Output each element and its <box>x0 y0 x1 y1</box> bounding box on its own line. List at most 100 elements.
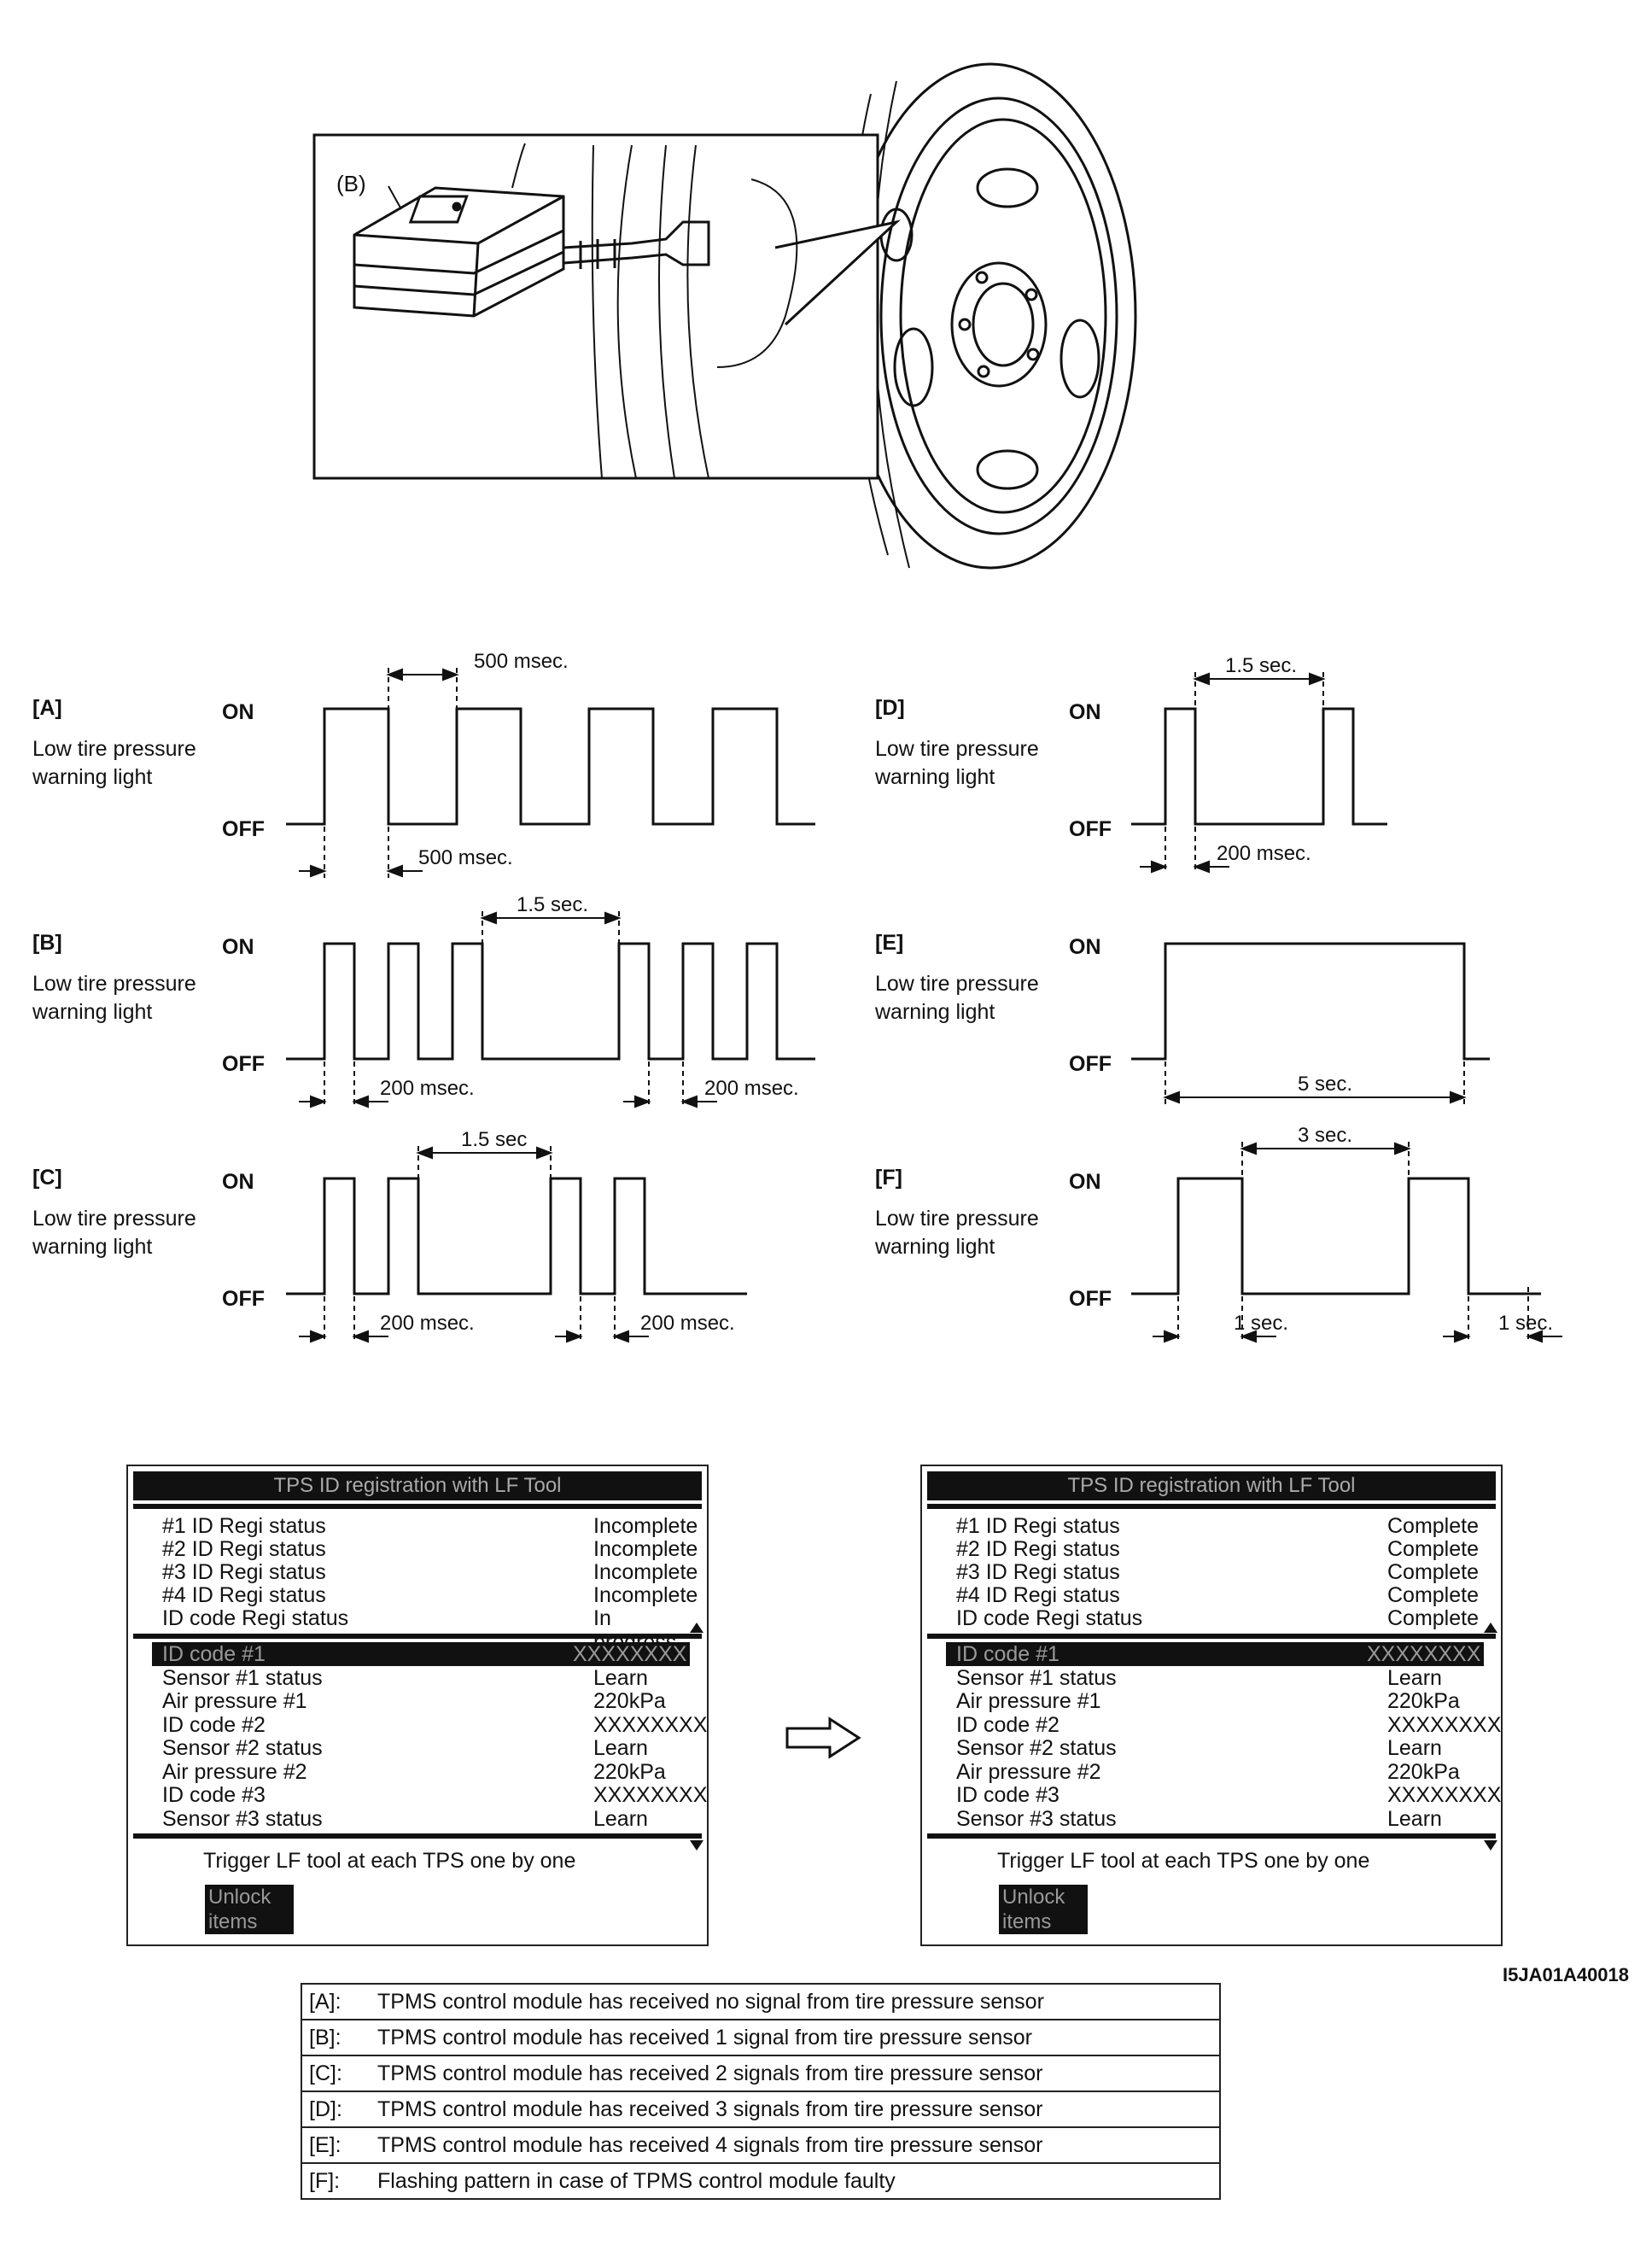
unlock-items-button[interactable]: Unlock items <box>999 1885 1088 1934</box>
status-row: #3 ID Regi status Complete <box>956 1560 1491 1584</box>
row-label: ID code #2 <box>956 1712 1059 1737</box>
row-value: Complete <box>1387 1583 1479 1607</box>
panel-desc2-D: warning light <box>875 765 995 789</box>
unlock-line2: items <box>208 1910 258 1933</box>
waveform-E: 5 sec. <box>1131 942 1490 1104</box>
screen-after: TPS ID registration with LF Tool #1 ID R… <box>920 1465 1503 1946</box>
row-value: Complete <box>1387 1514 1479 1538</box>
dimension-F-2: 1 sec. <box>1443 1287 1562 1343</box>
signal-trace <box>1131 707 1387 826</box>
dimension-label: 1 sec. <box>1498 1312 1553 1335</box>
unlock-line1: Unlock <box>1002 1886 1065 1909</box>
dimension-F-0: 3 sec. <box>1240 1124 1411 1185</box>
legend-text: TPMS control module has received 3 signa… <box>377 2097 1043 2121</box>
row-value: Learn <box>1387 1665 1442 1690</box>
row-value: XXXXXXXX <box>573 1642 687 1666</box>
row-value: Complete <box>1387 1560 1479 1584</box>
on-label-F: ON <box>1069 1170 1101 1194</box>
row-value: Learn <box>593 1736 648 1760</box>
dimension-F-1: 1 sec. <box>1153 1287 1288 1343</box>
panel-label-E: [E] <box>875 931 904 955</box>
dimension-A-1: 500 msec. <box>299 817 513 878</box>
row-value: XXXXXXXX <box>593 1783 708 1807</box>
data-row: Air pressure #1 220kPa <box>956 1689 1491 1713</box>
off-label-B: OFF <box>222 1052 265 1076</box>
data-row[interactable]: ID code #1 XXXXXXXX <box>152 1642 690 1666</box>
legend-text: TPMS control module has received no sign… <box>377 1990 1044 2014</box>
dimension-label: 200 msec. <box>380 1077 475 1100</box>
row-value: XXXXXXXX <box>1387 1783 1502 1807</box>
legend-row: [E]:TPMS control module has received 4 s… <box>302 2128 1219 2164</box>
unlock-line2: items <box>1002 1910 1052 1933</box>
panel-label-C: [C] <box>32 1166 62 1190</box>
row-label: Sensor #2 status <box>162 1736 323 1760</box>
row-value: Learn <box>593 1665 648 1690</box>
legend-row: [B]:TPMS control module has received 1 s… <box>302 2020 1219 2056</box>
row-value: XXXXXXXX <box>1387 1712 1502 1737</box>
figure-code: I5JA01A40018 <box>1503 1964 1630 1985</box>
signal-trace <box>286 707 815 826</box>
rim-edge <box>899 118 1107 514</box>
unlock-items-button[interactable]: Unlock items <box>205 1885 294 1934</box>
off-label-A: OFF <box>222 817 265 841</box>
status-row: #4 ID Regi status Incomplete <box>162 1583 698 1607</box>
status-row: #2 ID Regi status Incomplete <box>162 1537 698 1561</box>
legend-table: [A]:TPMS control module has received no … <box>301 1983 1221 2200</box>
scroll-up-icon[interactable] <box>1484 1623 1497 1633</box>
legend-key: [D]: <box>309 2097 342 2121</box>
data-row: Sensor #2 status Learn <box>162 1736 697 1760</box>
divider <box>133 1504 702 1509</box>
panel-desc-B: Low tire pressure <box>32 972 196 996</box>
tire-outer <box>844 62 1137 570</box>
legend-row: [D]: TPMS control module has received 3 s… <box>302 2092 1219 2128</box>
scroll-up-icon[interactable] <box>690 1623 703 1633</box>
data-row: Air pressure #2 220kPa <box>956 1760 1491 1784</box>
dimension-C-2: 200 msec. <box>555 1287 735 1343</box>
tire-inner <box>879 96 1118 535</box>
row-label: #3 ID Regi status <box>162 1560 326 1584</box>
row-label: Air pressure #1 <box>162 1689 307 1713</box>
unlock-line1: Unlock <box>208 1886 271 1909</box>
on-label-D: ON <box>1069 700 1101 724</box>
dimension-label: 1 sec. <box>1234 1312 1288 1335</box>
dimension-label: 1.5 sec. <box>517 893 588 916</box>
row-value: Learn <box>593 1806 648 1831</box>
row-value: Learn <box>1387 1806 1442 1831</box>
data-row: ID code #2 XXXXXXXX <box>162 1713 707 1737</box>
data-row[interactable]: ID code #1 XXXXXXXX <box>946 1642 1484 1666</box>
panel-desc-F: Low tire pressure <box>875 1207 1039 1231</box>
row-value: Complete <box>1387 1537 1479 1561</box>
divider <box>927 1634 1496 1639</box>
scroll-down-icon[interactable] <box>1484 1840 1497 1851</box>
row-label: Sensor #1 status <box>162 1665 323 1690</box>
row-label: ID code Regi status <box>162 1606 349 1630</box>
data-row: Air pressure #1 220kPa <box>162 1689 697 1713</box>
panel-desc-A: Low tire pressure <box>32 737 196 761</box>
row-label: ID code #3 <box>162 1783 266 1807</box>
row-value: XXXXXXXX <box>593 1712 708 1737</box>
dimension-label: 1.5 sec <box>461 1128 527 1151</box>
divider <box>927 1833 1496 1839</box>
waveform-D: 1.5 sec.200 msec. <box>1131 654 1387 874</box>
scroll-down-icon[interactable] <box>690 1840 703 1851</box>
legend-text: TPMS control module has received 1 signa… <box>377 2026 1032 2050</box>
screen-title: TPS ID registration with LF Tool <box>133 1471 702 1500</box>
legend-text: Flashing pattern in case of TPMS control… <box>377 2169 896 2193</box>
dimension-D-1: 200 msec. <box>1140 817 1311 874</box>
data-row: Sensor #1 status Learn <box>956 1666 1491 1690</box>
legend-key: [E]: <box>309 2133 341 2157</box>
signal-trace <box>1131 942 1490 1061</box>
instruction-text: Trigger LF tool at each TPS one by one <box>203 1849 576 1873</box>
row-label: Air pressure #1 <box>956 1689 1101 1713</box>
dimension-C-0: 1.5 sec <box>416 1128 553 1185</box>
dimension-label: 200 msec. <box>1217 842 1311 865</box>
divider <box>927 1504 1496 1509</box>
row-label: Sensor #3 status <box>956 1806 1117 1831</box>
screen-title: TPS ID registration with LF Tool <box>927 1471 1496 1500</box>
arrow-right-icon <box>785 1716 861 1759</box>
dimension-B-1: 200 msec. <box>299 1052 475 1108</box>
data-row: Air pressure #2 220kPa <box>162 1760 697 1784</box>
off-label-E: OFF <box>1069 1052 1112 1076</box>
dimension-label: 5 sec. <box>1298 1073 1352 1096</box>
off-label-F: OFF <box>1069 1287 1112 1311</box>
